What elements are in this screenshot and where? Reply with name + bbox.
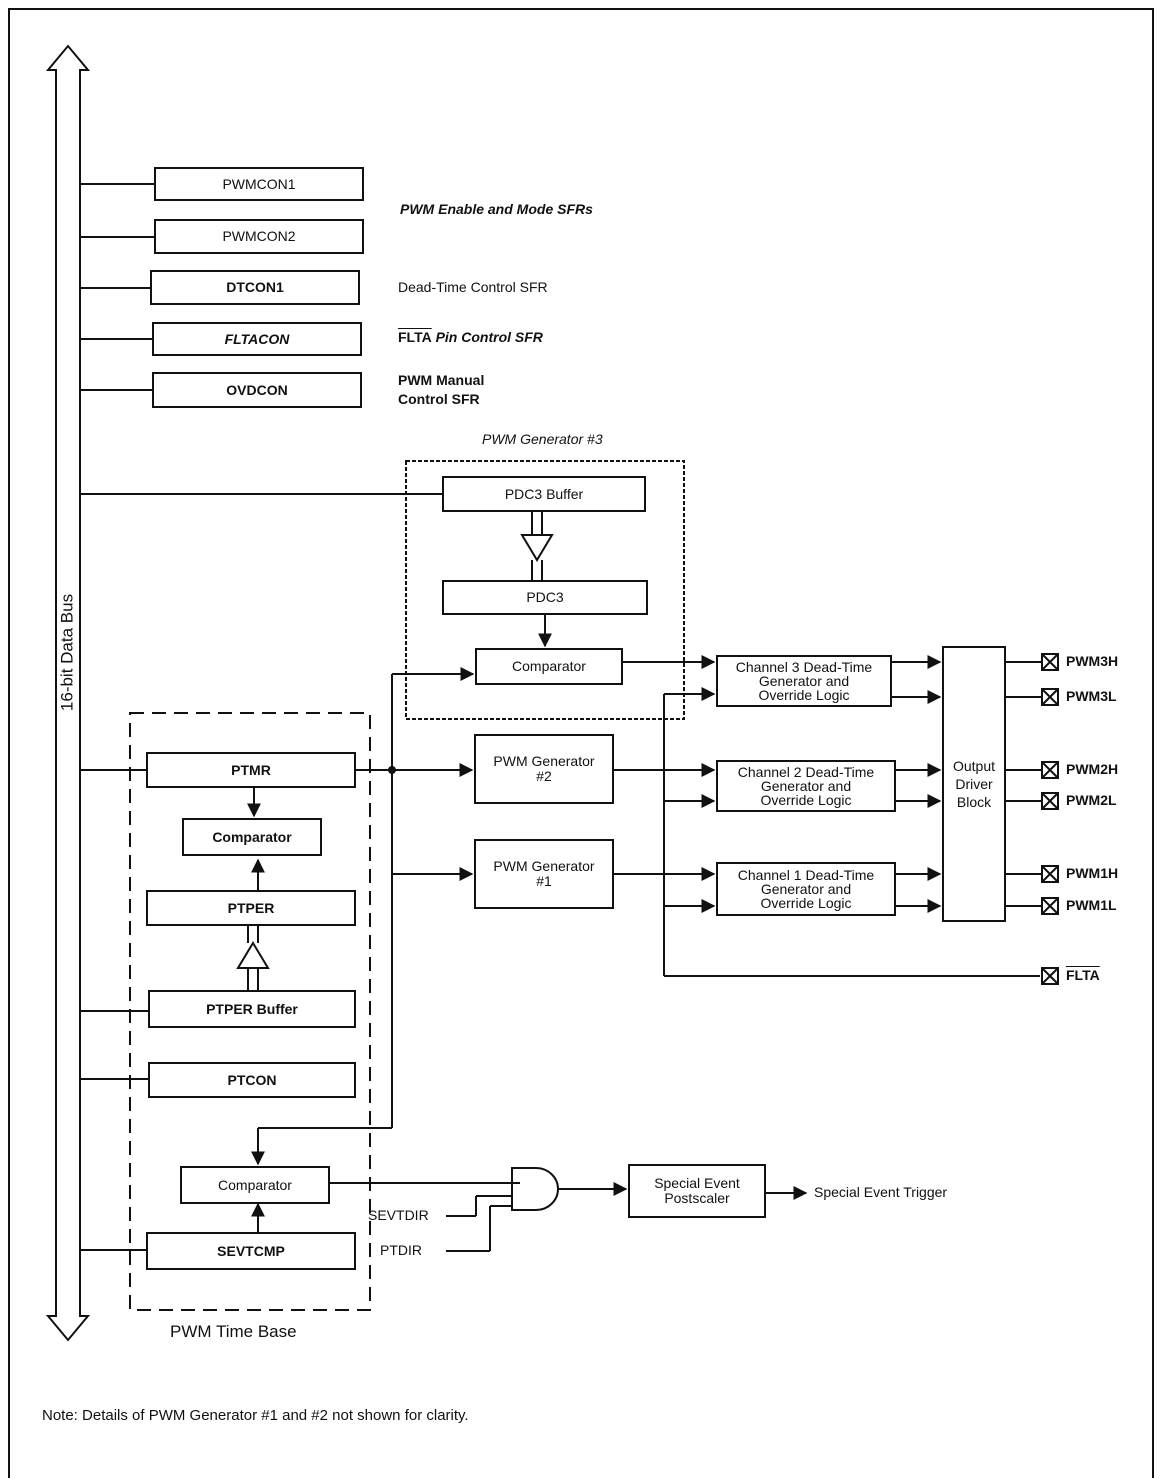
channel3-line2: Generator and bbox=[758, 673, 850, 689]
flta-description-overline: FLTA bbox=[398, 329, 432, 345]
channel2-line1: Channel 2 Dead-Time bbox=[737, 764, 875, 780]
pwmcon1-register: PWMCON1 bbox=[154, 167, 364, 201]
time-base-title: PWM Time Base bbox=[170, 1322, 297, 1341]
pin-pwm2h-icon bbox=[1041, 761, 1059, 779]
ptdir-label: PTDIR bbox=[380, 1242, 422, 1258]
diagram-frame bbox=[8, 8, 1154, 1478]
pin-pwm2l-label: PWM2L bbox=[1066, 792, 1117, 808]
diagram-note: Note: Details of PWM Generator #1 and #2… bbox=[42, 1407, 469, 1424]
pwmcon2-register: PWMCON2 bbox=[154, 219, 364, 254]
channel1-dead-time: Channel 1 Dead-Time Generator and Overri… bbox=[716, 862, 896, 916]
generator3-frame bbox=[405, 460, 685, 720]
ovdcon-register: OVDCON bbox=[152, 372, 362, 408]
channel2-line3: Override Logic bbox=[760, 792, 852, 808]
pdc3-register: PDC3 bbox=[442, 580, 648, 615]
ptper-buffer-register: PTPER Buffer bbox=[148, 990, 356, 1028]
pdc3-buffer-register: PDC3 Buffer bbox=[442, 476, 646, 512]
pin-pwm3l-icon bbox=[1041, 688, 1059, 706]
pin-pwm1l-label: PWM1L bbox=[1066, 897, 1117, 913]
pwm-generator-2-line2: #2 bbox=[536, 768, 552, 784]
sevtdir-label: SEVTDIR bbox=[368, 1207, 429, 1223]
channel3-line1: Channel 3 Dead-Time bbox=[735, 659, 873, 675]
pwm-generator-1-line2: #1 bbox=[536, 873, 552, 889]
data-bus bbox=[45, 44, 91, 1342]
flta-description: FLTA Pin Control SFR bbox=[398, 329, 543, 346]
special-event-trigger-label: Special Event Trigger bbox=[814, 1184, 948, 1200]
generator3-title: PWM Generator #3 bbox=[482, 431, 603, 447]
pin-pwm3h-label: PWM3H bbox=[1066, 653, 1119, 669]
manual-control-line1: PWM Manual bbox=[398, 372, 485, 388]
pin-pwm1h-icon bbox=[1041, 865, 1059, 883]
output-driver-line2: Driver bbox=[955, 776, 993, 792]
channel3-dead-time: Channel 3 Dead-Time Generator and Overri… bbox=[716, 655, 892, 707]
dead-time-description: Dead-Time Control SFR bbox=[398, 279, 548, 295]
pin-flta-icon bbox=[1041, 967, 1059, 985]
generator3-comparator: Comparator bbox=[475, 648, 623, 685]
output-driver-block: Output Driver Block bbox=[942, 646, 1006, 922]
ptper-register: PTPER bbox=[146, 890, 356, 926]
pdc3-triangle bbox=[520, 534, 554, 562]
pwm-enable-description: PWM Enable and Mode SFRs bbox=[400, 201, 593, 217]
sevtcmp-register: SEVTCMP bbox=[146, 1232, 356, 1270]
channel3-line3: Override Logic bbox=[758, 687, 850, 703]
manual-control-line2: Control SFR bbox=[398, 391, 480, 407]
pin-pwm1h-label: PWM1H bbox=[1066, 865, 1119, 881]
and-gate bbox=[511, 1167, 559, 1211]
pwm-generator-1: PWM Generator #1 bbox=[474, 839, 614, 909]
output-driver-line3: Block bbox=[956, 794, 992, 810]
pin-flta-label: FLTA bbox=[1066, 967, 1100, 983]
special-event-postscaler: Special Event Postscaler bbox=[628, 1164, 766, 1218]
postscaler-line2: Postscaler bbox=[664, 1190, 730, 1206]
pwm-generator-1-line1: PWM Generator bbox=[493, 858, 595, 874]
ptmr-register: PTMR bbox=[146, 752, 356, 788]
postscaler-line1: Special Event bbox=[654, 1175, 740, 1191]
channel2-dead-time: Channel 2 Dead-Time Generator and Overri… bbox=[716, 760, 896, 812]
pin-pwm2h-label: PWM2H bbox=[1066, 761, 1119, 777]
flta-description-rest: Pin Control SFR bbox=[431, 329, 543, 345]
pin-pwm3l-label: PWM3L bbox=[1066, 688, 1117, 704]
channel1-line1: Channel 1 Dead-Time bbox=[737, 867, 875, 883]
dtcon1-register: DTCON1 bbox=[150, 270, 360, 305]
channel1-line2: Generator and bbox=[760, 881, 852, 897]
output-driver-line1: Output bbox=[952, 758, 996, 774]
channel1-line3: Override Logic bbox=[760, 895, 852, 911]
pin-pwm1l-icon bbox=[1041, 897, 1059, 915]
ptper-triangle bbox=[236, 941, 270, 969]
special-event-comparator: Comparator bbox=[180, 1166, 330, 1204]
data-bus-label: 16-bit Data Bus bbox=[57, 593, 77, 712]
fltacon-register: FLTACON bbox=[152, 322, 362, 356]
ptcon-register: PTCON bbox=[148, 1062, 356, 1098]
pin-pwm2l-icon bbox=[1041, 792, 1059, 810]
channel2-line2: Generator and bbox=[760, 778, 852, 794]
junction-dot bbox=[388, 766, 396, 774]
time-base-comparator: Comparator bbox=[182, 818, 322, 856]
pwm-generator-2-line1: PWM Generator bbox=[493, 753, 595, 769]
pin-pwm3h-icon bbox=[1041, 653, 1059, 671]
pwm-generator-2: PWM Generator #2 bbox=[474, 734, 614, 804]
